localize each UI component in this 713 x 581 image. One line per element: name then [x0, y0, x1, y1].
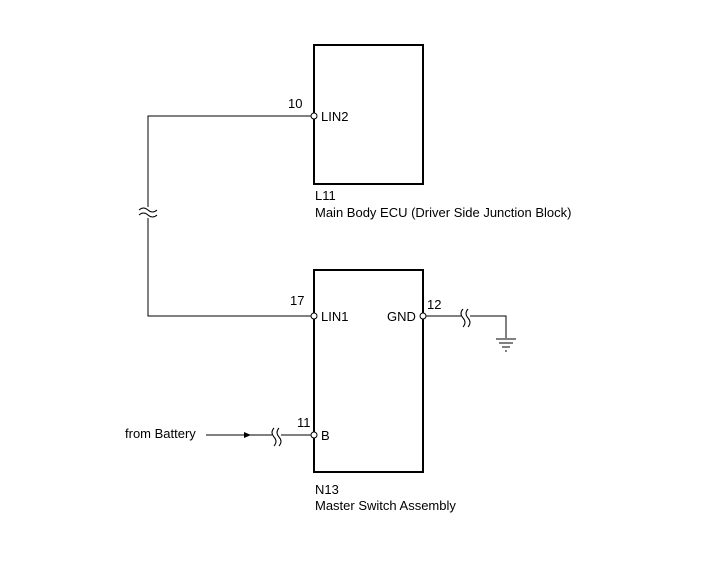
lin-wire-lower — [147, 218, 311, 317]
terminal-icon — [310, 431, 318, 439]
wire-break-icon — [138, 207, 158, 213]
wire-break-icon — [276, 427, 282, 447]
ecu-code: L11 — [315, 188, 336, 203]
ground-wire-right — [470, 315, 507, 338]
pin-name-gnd: GND — [387, 309, 416, 324]
pin-name-b: B — [321, 428, 330, 443]
pin-name-lin2: LIN2 — [321, 109, 348, 124]
wire-break-icon — [271, 427, 277, 447]
terminal-icon — [310, 112, 318, 120]
pin-number-b: 11 — [297, 415, 311, 430]
ecu-box — [313, 44, 424, 185]
arrow-right-icon — [244, 432, 251, 438]
terminal-icon — [419, 312, 427, 320]
pin-number-lin2: 10 — [288, 96, 302, 111]
wire-break-icon — [465, 308, 471, 328]
terminal-icon — [310, 312, 318, 320]
lin-wire — [147, 115, 311, 207]
ground-icon — [496, 338, 516, 352]
wire-break-icon — [138, 212, 158, 218]
switch-code: N13 — [315, 482, 339, 497]
pin-name-lin1: LIN1 — [321, 309, 348, 324]
switch-name: Master Switch Assembly — [315, 498, 456, 513]
pin-number-lin1: 17 — [290, 293, 304, 308]
pin-number-gnd: 12 — [427, 297, 441, 312]
master-switch-box — [313, 269, 424, 473]
from-battery-label: from Battery — [125, 426, 196, 441]
wire-break-icon — [460, 308, 466, 328]
ecu-name: Main Body ECU (Driver Side Junction Bloc… — [315, 205, 571, 220]
